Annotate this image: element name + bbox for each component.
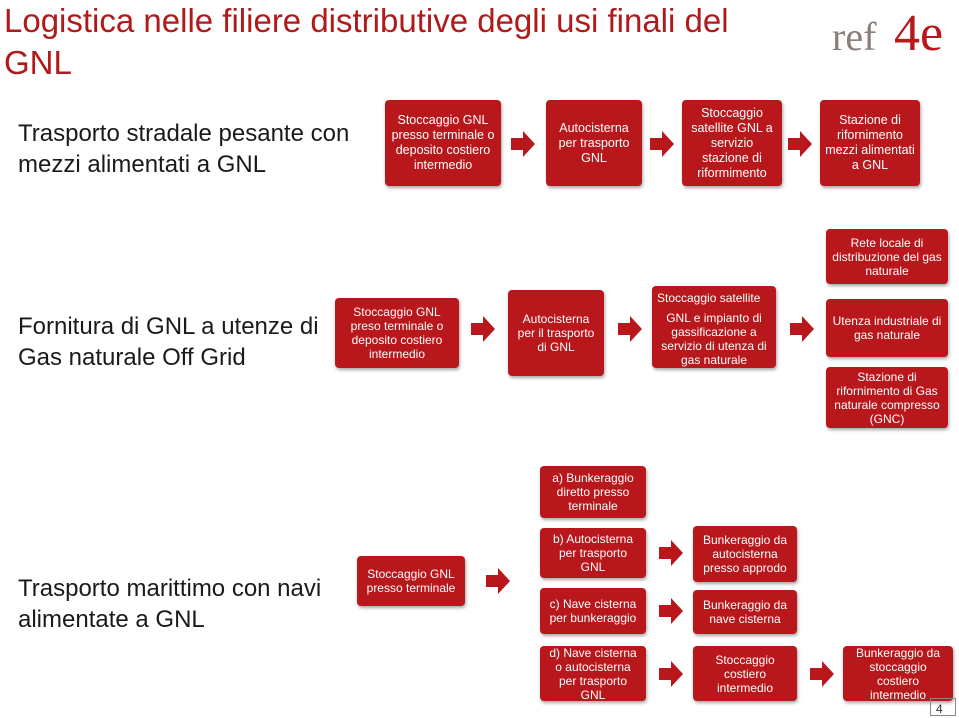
arrow-right-icon [788,131,812,157]
road-box-truck: Autocisterna per trasporto GNL [546,100,642,186]
row-label-offgrid: Fornitura di GNL a utenze di Gas natural… [18,313,319,371]
arrow-right-icon [659,661,683,687]
page-number-frame [930,698,956,716]
page-title: Logistica nelle filiere distributive deg… [4,2,729,81]
arrow-right-icon [790,316,814,342]
arrow-right-icon [659,540,683,566]
marine-box-d: d) Nave cisterna o autocisterna per tras… [540,646,646,702]
svg-text:4e: 4e [894,6,943,62]
page-number: 4 [936,702,943,716]
row-label-road: Trasporto stradale pesante con mezzi ali… [18,120,350,178]
marine-box-bunker-coastal: Bunkeraggio da stoccaggio costiero inter… [843,646,953,702]
offgrid-box-storage: Stoccaggio GNL preso terminale o deposit… [335,298,459,368]
marine-box-bunker-truck: Bunkeraggio da autocisterna presso appro… [693,526,797,582]
arrow-right-icon [810,661,834,687]
marine-box-a: a) Bunkeraggio diretto presso terminale [540,466,646,518]
satellite-desc: GNL e impianto di gassificazione a servi… [661,311,767,367]
marine-box-c: c) Nave cisterna per bunkeraggio [540,588,646,634]
offgrid-box-truck: Autocisterna per il trasporto di GNL [508,290,604,376]
offgrid-box-industrial: Utenza industriale di gas naturale [826,299,948,357]
marine-box-coastal-storage: Stoccaggio costiero intermedio [693,646,797,701]
marine-box-b: b) Autocisterna per trasporto GNL [540,528,646,578]
road-box-station: Stazione di rifornimento mezzi alimentat… [820,100,920,186]
marine-box-bunker-ship: Bunkeraggio da nave cisterna [693,590,797,634]
road-box-satellite: Stoccaggio satellite GNL a servizio staz… [682,100,782,186]
arrow-right-icon [659,598,683,624]
ref4e-logo: ref 4e [832,6,943,62]
arrow-right-icon [486,568,510,594]
arrow-right-icon [471,316,495,342]
offgrid-box-gnc-station: Stazione di rifornimento di Gas naturale… [826,367,948,428]
svg-text:ref: ref [832,14,877,59]
arrow-right-icon [618,316,642,342]
satellite-title: Stoccaggio satellite [657,291,761,305]
arrow-right-icon [650,131,674,157]
offgrid-box-local-network: Rete locale di distribuzione del gas nat… [826,229,948,284]
road-box-storage: Stoccaggio GNL presso terminale o deposi… [385,100,501,186]
row-label-marine: Trasporto marittimo con navi alimentate … [18,575,322,633]
offgrid-box-satellite: Stoccaggio satellite GNL e impianto di g… [652,286,776,368]
arrow-right-icon [511,131,535,157]
marine-box-storage: Stoccaggio GNL presso terminale [357,556,465,606]
